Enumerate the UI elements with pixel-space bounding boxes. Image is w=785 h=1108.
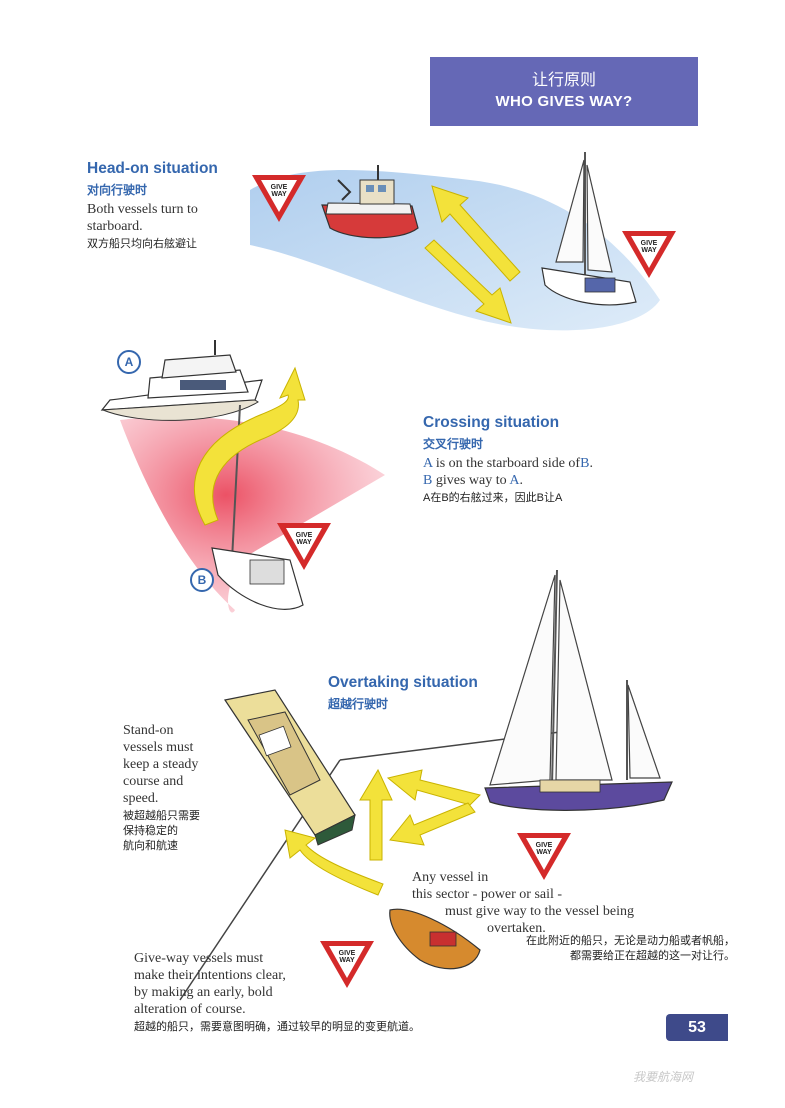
head-on-body-line-2: starboard.: [87, 219, 143, 234]
crossing-line1-b: B: [580, 456, 590, 471]
sign-text-way: WAY: [296, 539, 312, 546]
head-on-text: Head-on situation 对向行驶时 Both vessels tur…: [87, 160, 247, 252]
crossing-body-line-2: B gives way to A.: [423, 472, 663, 489]
give-way-sign-crossing: GIVE WAY: [275, 520, 333, 572]
crossing-body-line-1: A is on the starboard side ofB.: [423, 455, 663, 472]
page-title-cn: 让行原则: [531, 72, 596, 89]
sign-text-way: WAY: [641, 247, 657, 254]
give-way-cn: 超越的船只，需要意图明确，通过较早的明显的变更航道。: [134, 1021, 420, 1033]
crossing-line1-a: A: [423, 456, 433, 471]
sign-text-give: GIVE: [295, 532, 313, 539]
vessel-label-b: B: [190, 568, 214, 592]
head-on-body-cn: 双方船只均向右舷避让: [87, 238, 197, 250]
sign-text-way: WAY: [536, 849, 552, 856]
page-title-en: WHO GIVES WAY?: [495, 93, 633, 110]
give-way-line: Give-way vessels must: [134, 951, 264, 966]
page-number: 53: [666, 1014, 728, 1041]
stand-on-line: keep a steady: [123, 757, 199, 772]
sign-text-way: WAY: [271, 191, 287, 198]
give-way-line: by making an early, bold: [134, 985, 273, 1000]
stand-on-line: course and: [123, 774, 184, 789]
crossing-arrow: [194, 366, 306, 526]
crossing-line2-mid: gives way to: [432, 473, 510, 488]
head-on-title-cn: 对向行驶时: [87, 183, 148, 197]
vessel-label-a: A: [117, 350, 141, 374]
give-way-sign-overtaking-right: GIVE WAY: [515, 830, 573, 882]
stand-on-cn-line: 航向和航速: [123, 840, 178, 852]
sign-text-give: GIVE: [270, 184, 288, 191]
head-on-body-line-1: Both vessels turn to: [87, 202, 198, 217]
sector-cn-line: 在此附近的船只，无论是动力船或者帆船，: [526, 935, 735, 947]
motor-yacht-a: [100, 340, 263, 421]
stand-on-cn-line: 被超越船只需要: [123, 810, 200, 822]
crossing-title-cn: 交叉行驶时: [423, 437, 484, 451]
stand-on-motorboat: [224, 689, 356, 846]
crossing-line1-mid: is on the starboard side of: [432, 456, 581, 471]
sector-line: must give way to the vessel being: [445, 904, 634, 919]
crossing-line2-a: A: [509, 473, 520, 488]
crossing-body-cn: A在B的右舷过来，因此B让A: [423, 492, 563, 504]
give-way-rib: [389, 908, 481, 970]
overtaking-heading: Overtaking situation 超越行驶时: [328, 674, 528, 712]
head-on-title: Head-on situation: [87, 160, 218, 177]
sign-text-give: GIVE: [640, 240, 658, 247]
page-header: 让行原则 WHO GIVES WAY?: [430, 57, 698, 126]
stand-on-cn-line: 保持稳定的: [123, 825, 178, 837]
give-way-line: alteration of course.: [134, 1002, 246, 1017]
sector-text: Any vessel in this sector - power or sai…: [412, 869, 672, 937]
sector-text-cn: 在此附近的船只，无论是动力船或者帆船， 都需要给正在超越的这一对让行。: [460, 934, 735, 964]
give-way-line: make their intentions clear,: [134, 968, 286, 983]
head-on-arrows: [424, 185, 521, 324]
fishing-boat: [321, 165, 419, 239]
head-on-sailboat: [541, 152, 637, 306]
stand-on-line: Stand-on: [123, 723, 174, 738]
sign-text-give: GIVE: [535, 842, 553, 849]
overtaking-arrows: [284, 768, 481, 896]
stand-on-line: speed.: [123, 791, 159, 806]
give-way-sign-head-on-right: GIVE WAY: [620, 228, 678, 280]
sector-line: this sector - power or sail -: [412, 887, 563, 902]
overtaking-title-cn: 超越行驶时: [328, 697, 389, 711]
sector-line: Any vessel in: [412, 870, 489, 885]
crossing-line1-end: .: [589, 456, 593, 471]
give-way-sign-overtaking-left: GIVE WAY: [318, 938, 376, 990]
crossing-red-sector: [120, 416, 385, 613]
give-way-text: Give-way vessels must make their intenti…: [134, 950, 464, 1035]
watermark: 我要航海网: [633, 1070, 694, 1084]
sign-text-way: WAY: [339, 957, 355, 964]
sector-cn-line: 都需要给正在超越的这一对让行。: [570, 950, 735, 962]
crossing-text: Crossing situation 交叉行驶时 A is on the sta…: [423, 414, 663, 506]
stand-on-line: vessels must: [123, 740, 194, 755]
sector-line: overtaken.: [487, 921, 546, 936]
crossing-line2-b: B: [423, 473, 433, 488]
overtaking-title: Overtaking situation: [328, 674, 478, 691]
give-way-sign-head-on-left: GIVE WAY: [250, 172, 308, 224]
overtaking-sailboat: [484, 569, 673, 811]
crossing-title: Crossing situation: [423, 414, 560, 431]
stand-on-text: Stand-on vessels must keep a steady cour…: [123, 722, 233, 854]
crossing-line2-end: .: [519, 473, 523, 488]
sign-text-give: GIVE: [338, 950, 356, 957]
